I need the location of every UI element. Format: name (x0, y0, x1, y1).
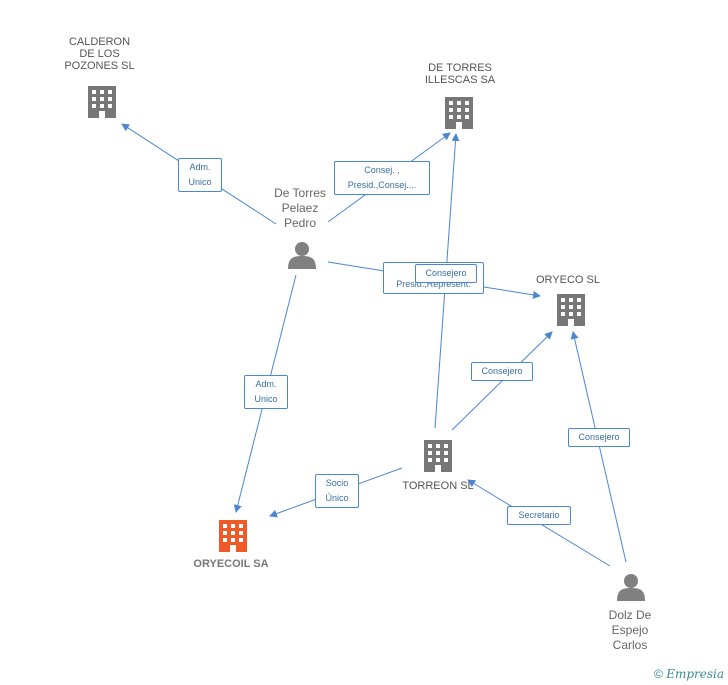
calderon-building-icon[interactable] (88, 86, 116, 118)
edge-label-consej-presid: Consej. , Presid.,Consej.... (334, 161, 430, 195)
brand-footer[interactable]: © Empresia (654, 667, 724, 681)
edge-label-secretario: Secretario (507, 506, 571, 525)
carlos-label[interactable]: Dolz De Espejo Carlos (608, 608, 652, 652)
edge-label-consejero-carlos: Consejero (568, 428, 630, 447)
oryecoil-building-icon[interactable] (219, 520, 247, 552)
edge-label-consejero-detorres: Consejero (415, 264, 477, 283)
pedro-person-icon[interactable] (288, 242, 316, 269)
brand-name: Empresia (666, 667, 724, 681)
copyright-symbol: © (654, 667, 663, 681)
torreon-building-icon[interactable] (424, 440, 452, 472)
edge-carlos-oryeco (570, 331, 627, 563)
edge-label-adm-unico-calderon: Adm. Unico (178, 158, 222, 192)
calderon-label[interactable]: CALDERON DE LOS POZONES SL (64, 36, 135, 72)
detorres-label[interactable]: DE TORRES ILLESCAS SA (424, 62, 496, 86)
oryeco-building-icon[interactable] (557, 294, 585, 326)
carlos-person-icon[interactable] (617, 574, 645, 601)
edge-label-adm-unico-oryecoil: Adm. Unico (244, 375, 288, 409)
detorres-building-icon[interactable] (445, 97, 473, 129)
torreon-label[interactable]: TORREON SL (402, 480, 474, 492)
pedro-label[interactable]: De Torres Pelaez Pedro (274, 186, 326, 230)
edge-label-consejero-oryeco: Consejero (471, 362, 533, 381)
edge-label-socio-unico: Socio Único (315, 474, 359, 508)
edge-torreon-oryeco (451, 331, 553, 431)
oryeco-label[interactable]: ORYECO SL (536, 274, 600, 286)
oryecoil-label[interactable]: ORYECOIL SA (193, 558, 269, 570)
